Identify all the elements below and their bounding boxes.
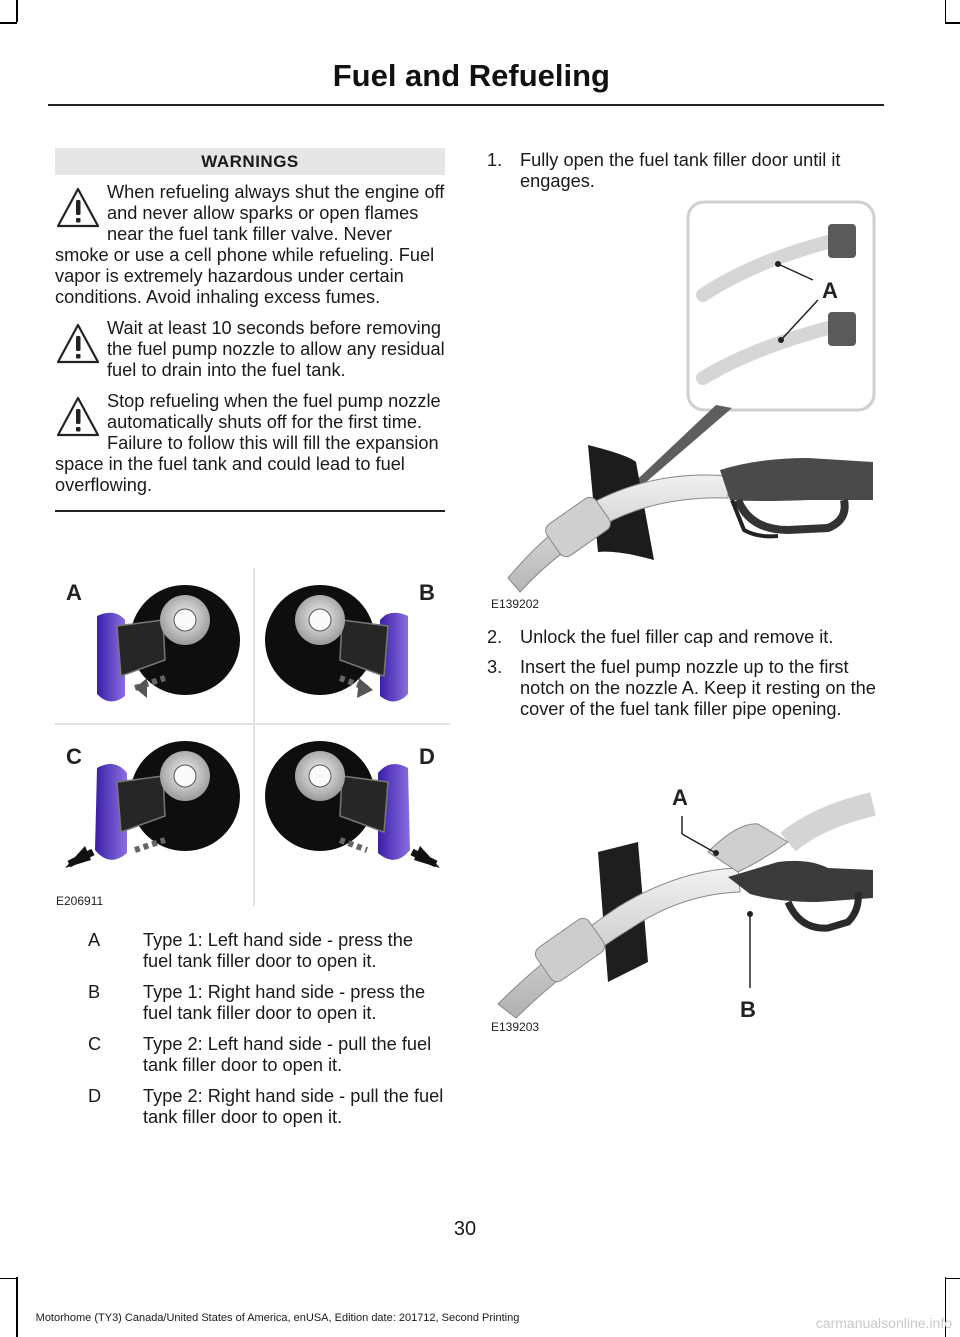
warning-item: Stop refueling when the fuel pump nozzle…: [55, 391, 445, 496]
nozzle-notch-illustration: [507, 200, 876, 593]
figure-code: E206911: [56, 894, 104, 908]
legend-key: C: [88, 1034, 102, 1054]
filler-door-c: [65, 741, 240, 868]
crop-mark: [16, 1277, 18, 1337]
filler-door-d: [265, 741, 440, 868]
steps-bottom: 2. Unlock the fuel filler cap and remove…: [487, 627, 887, 729]
nozzle-notch-figure: A E139202: [488, 200, 878, 615]
legend-row: D Type 2: Right hand side - pull the fue…: [55, 1086, 445, 1128]
nozzle-insert-figure: A B E139203: [488, 782, 878, 1037]
legend-text: Type 2: Left hand side - pull the fuel t…: [143, 1034, 432, 1075]
page-title: Fuel and Refueling: [332, 58, 610, 93]
header-rule: [48, 104, 884, 106]
legend-row: B Type 1: Right hand side - press the fu…: [55, 982, 445, 1024]
nozzle-insert-illustration: [497, 792, 876, 1019]
warning-triangle-icon: [56, 396, 100, 437]
legend-key: D: [88, 1086, 102, 1106]
step-number: 2.: [487, 627, 503, 647]
nozzle-label-a: A: [822, 278, 838, 303]
step-item: 2. Unlock the fuel filler cap and remove…: [487, 627, 887, 648]
nozzle-label-a: A: [672, 785, 688, 810]
warning-item: Wait at least 10 seconds before removing…: [55, 318, 445, 381]
warning-text: Wait at least 10 seconds before removing…: [107, 318, 445, 380]
figure-label-a: A: [66, 580, 82, 605]
figure-code: E139203: [491, 1020, 540, 1034]
crop-mark: [0, 1277, 17, 1279]
warning-text: When refueling always shut the engine of…: [55, 182, 445, 307]
warnings-heading: WARNINGS: [55, 148, 445, 175]
step-number: 1.: [487, 150, 503, 170]
legend-row: A Type 1: Left hand side - press the fue…: [55, 930, 445, 972]
crop-mark: [16, 0, 18, 22]
legend-text: Type 2: Right hand side - pull the fuel …: [143, 1086, 444, 1127]
filler-door-a: [97, 585, 240, 702]
legend-text: Type 1: Left hand side - press the fuel …: [143, 930, 413, 971]
figure-label-b: B: [419, 580, 435, 605]
step-text: Unlock the fuel filler cap and remove it…: [520, 627, 834, 647]
warning-text: Stop refueling when the fuel pump nozzle…: [55, 391, 441, 495]
step-item: 3. Insert the fuel pump nozzle up to the…: [487, 657, 887, 720]
step-text: Insert the fuel pump nozzle up to the fi…: [520, 657, 876, 719]
watermark: carmanualsonline.info: [815, 1315, 952, 1331]
crop-mark: [0, 22, 17, 24]
crop-mark: [945, 1277, 960, 1279]
legend-key: B: [88, 982, 101, 1002]
warning-triangle-icon: [56, 323, 100, 364]
crop-mark: [944, 1277, 946, 1337]
warnings-section: WARNINGS When refueling always shut the …: [55, 148, 445, 512]
figure-legend: A Type 1: Left hand side - press the fue…: [55, 930, 445, 1138]
step-item: 1. Fully open the fuel tank filler door …: [487, 150, 887, 192]
step-text: Fully open the fuel tank filler door unt…: [520, 150, 841, 191]
crop-mark: [945, 22, 960, 24]
figure-label-c: C: [66, 744, 82, 769]
steps-top: 1. Fully open the fuel tank filler door …: [487, 150, 887, 201]
figure-code: E139202: [491, 597, 540, 611]
footer-text: Motorhome (TY3) Canada/United States of …: [35, 1312, 520, 1324]
warning-item: When refueling always shut the engine of…: [55, 182, 445, 308]
filler-door-figure: A B C D E206911: [55, 568, 450, 910]
filler-door-illustration: [55, 568, 450, 906]
warning-triangle-icon: [56, 187, 100, 228]
crop-mark: [944, 0, 946, 22]
figure-label-d: D: [419, 744, 435, 769]
page-number: 30: [453, 1218, 477, 1240]
nozzle-label-b: B: [740, 997, 756, 1022]
legend-row: C Type 2: Left hand side - pull the fuel…: [55, 1034, 445, 1076]
filler-door-b: [265, 585, 408, 702]
legend-text: Type 1: Right hand side - press the fuel…: [143, 982, 426, 1023]
warnings-rule: [55, 510, 445, 512]
legend-key: A: [88, 930, 101, 950]
step-number: 3.: [487, 657, 503, 677]
